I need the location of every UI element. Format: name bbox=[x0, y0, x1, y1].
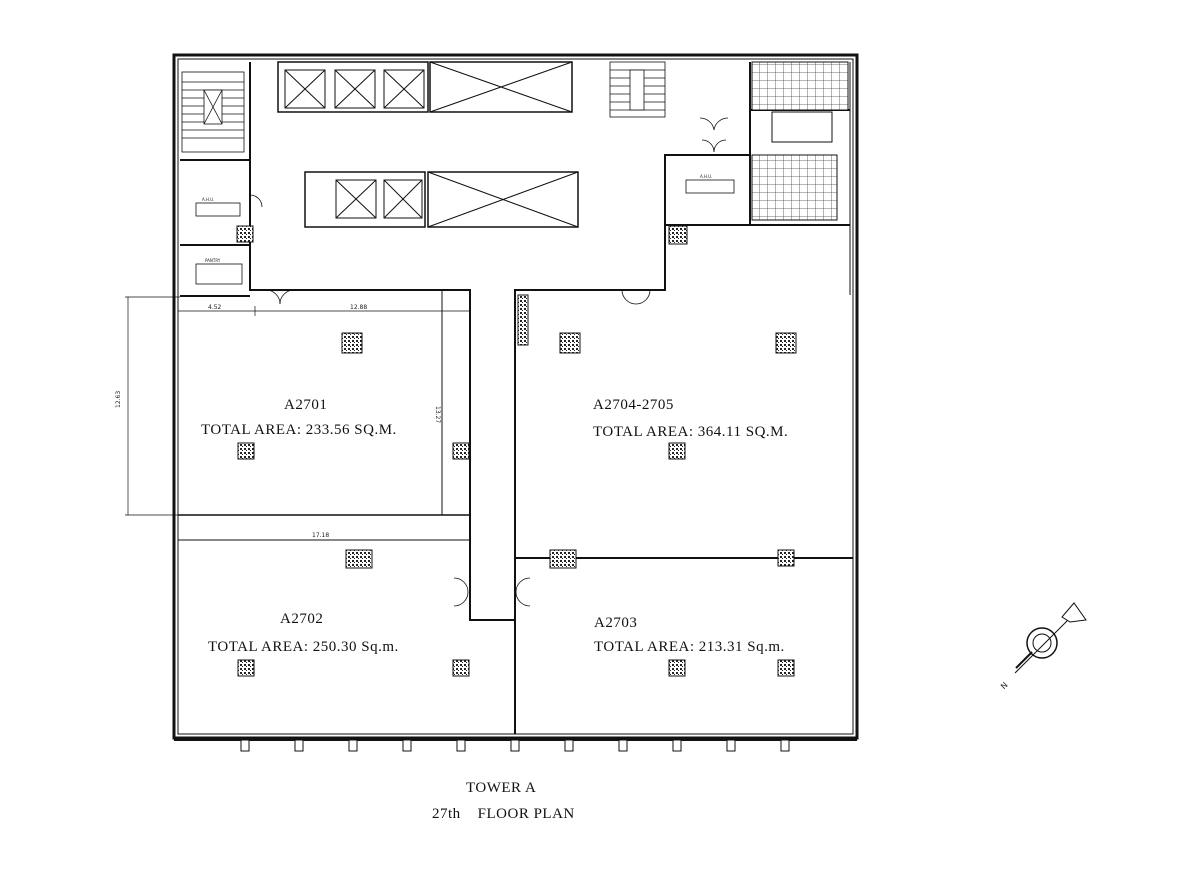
ahu-label-right: A.H.U. bbox=[700, 174, 712, 179]
dimension-12-88: 12.88 bbox=[350, 304, 367, 311]
unit-a2702-area: TOTAL AREA: 250.30 Sq.m. bbox=[208, 639, 399, 655]
ahu-room-left bbox=[195, 202, 241, 217]
stair-left bbox=[181, 71, 245, 153]
core-walls bbox=[180, 62, 850, 621]
stair-middle bbox=[609, 61, 666, 118]
facade-mullions bbox=[240, 739, 790, 752]
dimension-4-52: 4.52 bbox=[208, 304, 222, 311]
north-arrow-icon bbox=[1014, 602, 1087, 674]
unit-a2701-name: A2701 bbox=[284, 397, 327, 413]
unit-a2703-area: TOTAL AREA: 213.31 Sq.m. bbox=[594, 639, 785, 655]
dimension-lines bbox=[125, 296, 470, 541]
dimension-17-18: 17.18 bbox=[312, 532, 329, 539]
elevators-middle bbox=[304, 171, 579, 228]
unit-a2704-name: A2704-2705 bbox=[593, 397, 674, 413]
dimension-12-63: 12.63 bbox=[115, 391, 122, 408]
elevators-top bbox=[277, 61, 573, 113]
dimension-13-27: 13.27 bbox=[434, 406, 441, 423]
plan-title-line1: TOWER A bbox=[466, 780, 536, 796]
pantry-room bbox=[195, 263, 243, 285]
north-label: N bbox=[999, 680, 1010, 691]
doors bbox=[249, 117, 729, 607]
columns bbox=[236, 225, 797, 677]
pantry-label: PANTRY bbox=[205, 258, 221, 263]
washroom bbox=[751, 61, 849, 221]
unit-a2704-area: TOTAL AREA: 364.11 SQ.M. bbox=[593, 424, 788, 440]
unit-a2701-area: TOTAL AREA: 233.56 SQ.M. bbox=[201, 422, 397, 438]
ahu-label-left: A.H.U. bbox=[202, 197, 214, 202]
ahu-room-right bbox=[685, 179, 735, 194]
plan-title-line2: 27th FLOOR PLAN bbox=[432, 806, 575, 822]
unit-a2702-name: A2702 bbox=[280, 611, 323, 627]
unit-a2703-name: A2703 bbox=[594, 615, 637, 631]
